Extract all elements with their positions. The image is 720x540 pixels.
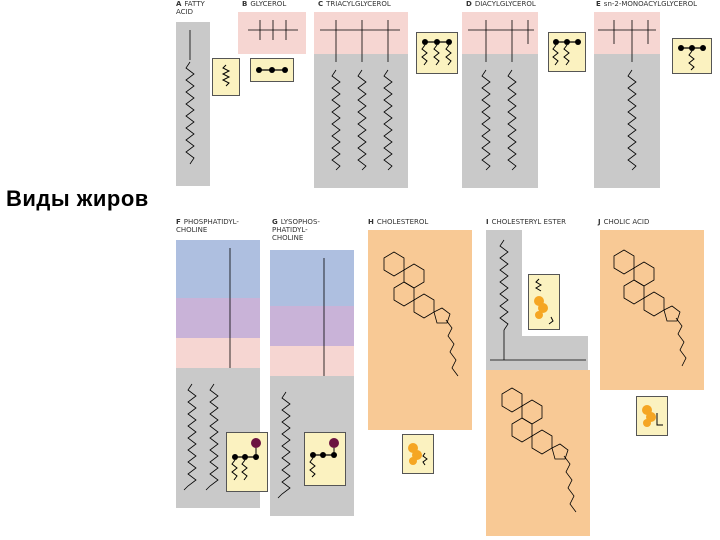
phospholipid-icon bbox=[231, 438, 261, 481]
fatty-acid-chain bbox=[185, 61, 195, 165]
lysophosphatidylcholine-icon-card bbox=[304, 432, 346, 486]
cholesterol-block bbox=[368, 230, 472, 430]
lyso-glycerol-block bbox=[270, 346, 354, 376]
dg-chain-2 bbox=[507, 69, 517, 171]
diacylglycerol-icon bbox=[552, 39, 581, 66]
monoacylglycerol-chain-block bbox=[594, 54, 660, 188]
glycerol-icon-card bbox=[250, 58, 294, 82]
fatty-acid-icon-card bbox=[212, 58, 240, 96]
triacylglycerol-glycerol-block bbox=[314, 12, 408, 54]
sterol-ester-icon bbox=[534, 278, 554, 325]
phosphatidylcholine-glycerol-block bbox=[176, 338, 260, 368]
cholic-acid-rings bbox=[613, 249, 687, 367]
dg-chain-1 bbox=[481, 69, 491, 171]
cholesteryl-ester-sterol-block bbox=[486, 370, 590, 536]
tg-chain-1 bbox=[331, 69, 341, 171]
monoacylglycerol-icon-card bbox=[672, 38, 712, 74]
mg-chain bbox=[627, 69, 637, 171]
diacylglycerol-glycerol-block bbox=[462, 12, 538, 54]
triacylglycerol-chain-block bbox=[314, 54, 408, 188]
cholesteryl-ester-icon-card bbox=[528, 274, 560, 330]
tg-chain-2 bbox=[357, 69, 367, 171]
cholesteryl-ester-link-block bbox=[486, 336, 588, 370]
lyso-phosphate-block bbox=[270, 306, 354, 346]
lyso-choline-block bbox=[270, 250, 354, 306]
diacylglycerol-chain-block bbox=[462, 54, 538, 188]
phosphate-block bbox=[176, 298, 260, 338]
sterol-icon bbox=[408, 443, 428, 466]
choline-block bbox=[176, 240, 260, 298]
cholesterol-icon-card bbox=[402, 434, 434, 474]
cholic-acid-block bbox=[600, 230, 704, 390]
cholesteryl-ester-rings bbox=[501, 387, 577, 513]
diacylglycerol-icon-card bbox=[548, 32, 586, 72]
ce-chain bbox=[499, 239, 509, 331]
triacylglycerol-icon bbox=[421, 39, 452, 66]
monoacylglycerol-glycerol-block bbox=[594, 12, 660, 54]
lyso-chain bbox=[277, 391, 291, 499]
tg-chain-3 bbox=[383, 69, 393, 171]
bile-acid-icon bbox=[642, 405, 663, 427]
lysophospholipid-icon bbox=[309, 438, 339, 478]
cholesterol-rings bbox=[383, 251, 459, 377]
fatty-acid-chain-block bbox=[176, 22, 210, 186]
phosphatidylcholine-icon-card bbox=[226, 432, 268, 492]
wavy-chain-icon bbox=[221, 64, 231, 87]
pc-chain-1 bbox=[183, 383, 197, 491]
glycerol-block bbox=[238, 12, 306, 54]
slide-title: Виды жиров bbox=[6, 186, 149, 211]
glycerol-backbone-icon bbox=[256, 67, 288, 73]
pc-chain-2 bbox=[205, 383, 219, 491]
cholic-acid-icon-card bbox=[636, 396, 668, 436]
triacylglycerol-icon-card bbox=[416, 32, 458, 74]
monoacylglycerol-icon bbox=[678, 45, 706, 71]
